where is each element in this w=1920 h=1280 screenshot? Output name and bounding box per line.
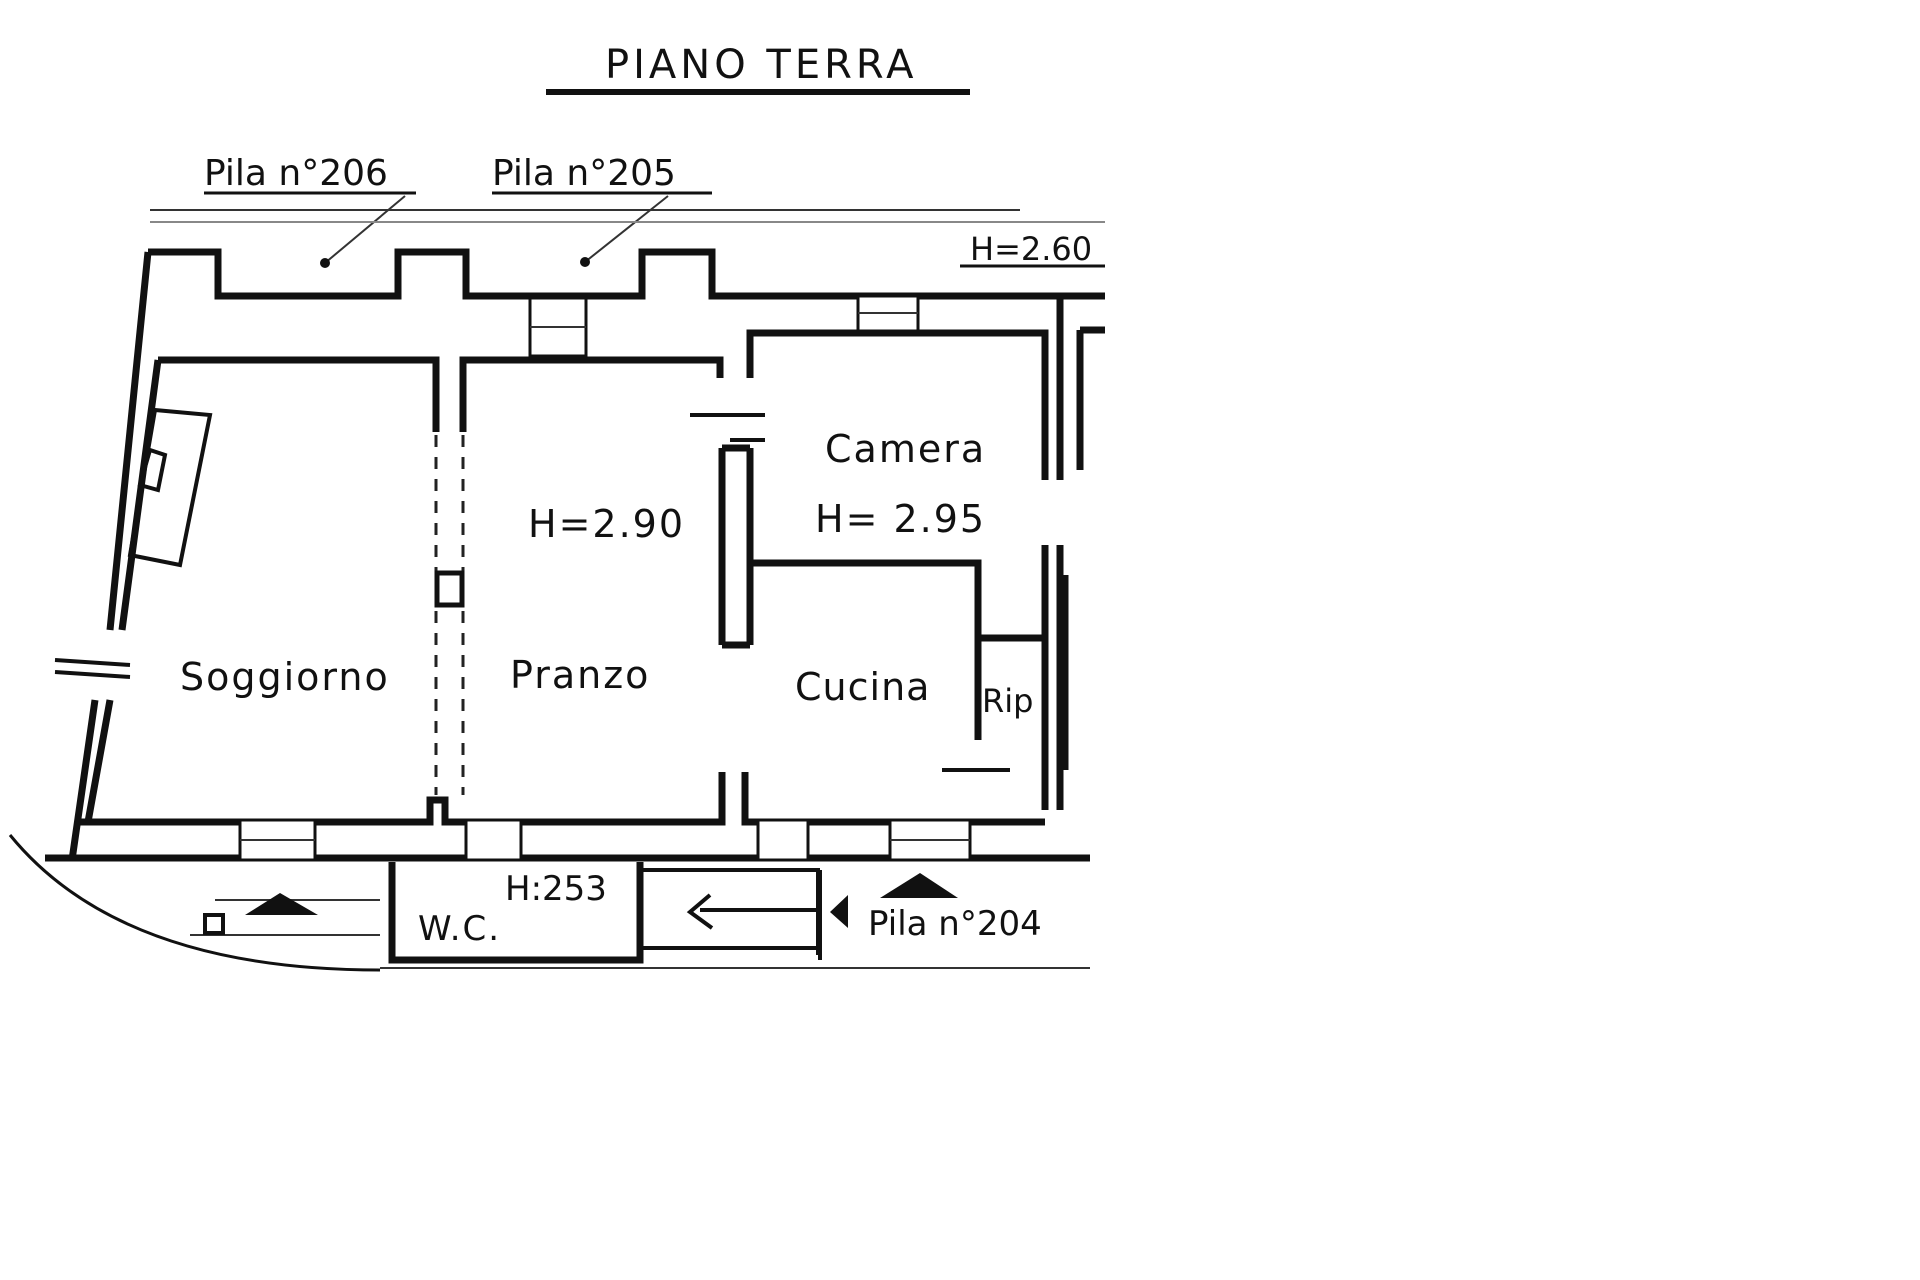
inner-wall-top-left xyxy=(158,356,440,432)
room-camera: Camera xyxy=(825,427,986,471)
inner-wall-left xyxy=(84,359,162,823)
room-rip: Rip xyxy=(982,682,1033,720)
height-295-label: H= 2.95 xyxy=(815,497,986,541)
stair-arrow xyxy=(686,893,820,930)
height-260-label: H=2.60 xyxy=(970,230,1092,268)
wc-walls xyxy=(388,862,644,964)
bottom-wall-inner xyxy=(80,772,726,826)
chimney-symbol-left xyxy=(245,893,318,915)
lower-annex-line xyxy=(640,868,822,960)
outer-wall-left xyxy=(68,251,152,861)
lower-left-arc xyxy=(8,834,381,972)
outer-wall-top xyxy=(148,248,1105,300)
inner-wall-top-mid xyxy=(459,356,724,432)
fireplace-symbol xyxy=(127,407,213,568)
room-pranzo: Pranzo xyxy=(510,653,650,697)
pila-204-arrow xyxy=(830,895,848,928)
pila-204-label: Pila n°204 xyxy=(868,904,1042,944)
far-right-wall xyxy=(1061,326,1105,770)
left-window-line-1 xyxy=(54,658,131,667)
inner-wall-top-right xyxy=(746,329,1049,480)
height-253-label: H:253 xyxy=(505,869,607,909)
bottom-window-3 xyxy=(756,818,810,862)
room-wc: W.C. xyxy=(418,909,501,949)
height-290-label: H=2.90 xyxy=(528,502,685,546)
pila-205-label: Pila n°205 xyxy=(492,153,676,194)
pila-206-marker xyxy=(320,258,330,268)
pila-205-marker xyxy=(580,257,590,267)
pila-206-label: Pila n°206 xyxy=(204,153,388,194)
pranzo-right-wall xyxy=(718,444,754,649)
camera-cucina-wall xyxy=(750,559,982,740)
room-cucina: Cucina xyxy=(795,665,930,709)
plan-title: PIANO TERRA xyxy=(605,42,917,88)
pila-205-leader xyxy=(584,195,669,263)
room-soggiorno: Soggiorno xyxy=(180,655,390,699)
bottom-wall-right xyxy=(741,772,1045,826)
chimney-symbol-right xyxy=(880,873,958,898)
chimney-box-left xyxy=(203,913,225,935)
pila-206-leader xyxy=(324,195,406,264)
bottom-window-2 xyxy=(464,818,523,862)
left-window-line-2 xyxy=(54,670,131,679)
partition-pillar xyxy=(434,570,465,608)
